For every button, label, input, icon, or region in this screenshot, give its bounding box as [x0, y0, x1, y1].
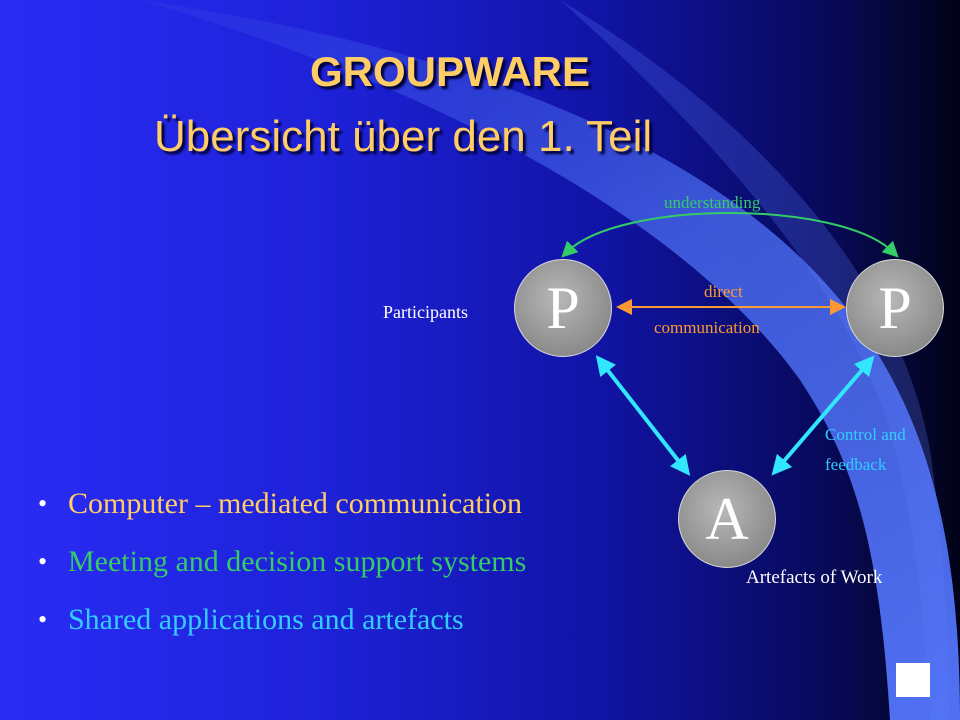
next-slide-button[interactable] — [896, 663, 930, 697]
artefacts-label: Artefacts of Work — [746, 567, 883, 588]
bullet-icon: • — [38, 489, 48, 518]
bullet-icon: • — [38, 547, 48, 576]
bullet-text: Meeting and decision support systems — [68, 545, 527, 578]
control-arrow-left — [595, 355, 691, 476]
understanding-label: understanding — [664, 193, 761, 212]
control-arrow-right — [771, 355, 875, 476]
control-feedback-label: Control and feedback — [825, 425, 906, 474]
participants-label: Participants — [383, 302, 468, 322]
bullet-icon: • — [38, 605, 48, 634]
bullet-text: Shared applications and artefacts — [68, 603, 464, 636]
bullet-text: Computer – mediated communication — [68, 487, 523, 520]
participant-node-left: P — [514, 259, 612, 357]
communication-label: communication — [654, 318, 760, 337]
slide-title: GROUPWARE — [310, 48, 591, 95]
direct-label: direct — [704, 282, 743, 301]
slide-subtitle: Übersicht über den 1. Teil — [154, 112, 653, 161]
understanding-arrow — [561, 212, 899, 258]
artefact-node: A — [678, 470, 776, 568]
participant-node-right: P — [846, 259, 944, 357]
